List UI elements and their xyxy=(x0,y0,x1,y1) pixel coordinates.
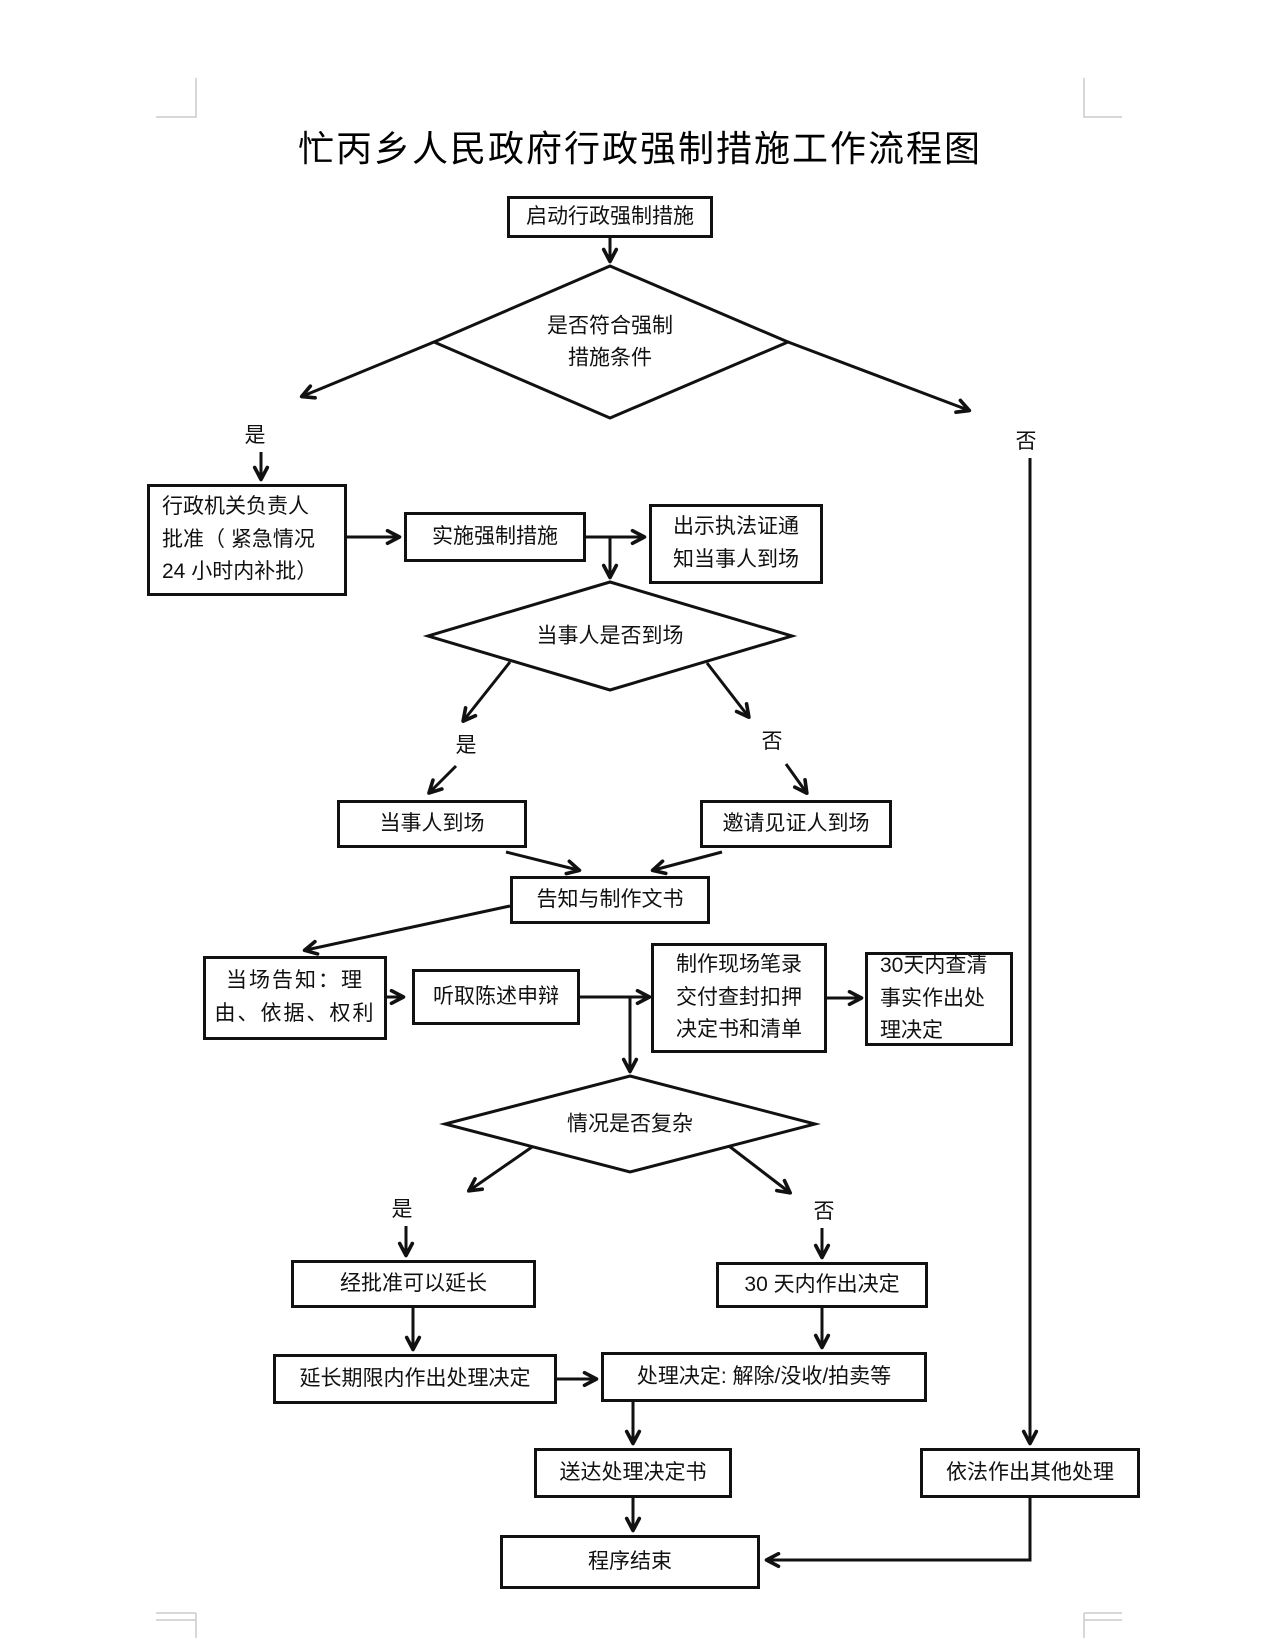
node-implement: 实施强制措施 xyxy=(404,512,586,562)
edge-party-present-to-notify xyxy=(505,850,582,876)
edge-notify-to-onspot xyxy=(302,904,511,956)
boundary-mark-top-right xyxy=(1083,78,1122,118)
branch-label-complex-yes: 是 xyxy=(391,1198,413,1221)
branch-label-present-yes: 是 xyxy=(455,734,477,757)
edge-check-complex-yes-diagonal xyxy=(466,1145,533,1193)
decision-check-present-shape xyxy=(422,580,798,692)
node-end: 程序结束 xyxy=(500,1535,760,1589)
boundary-mark-bottom-left xyxy=(156,1612,197,1638)
edge-check-complex-no-diagonal xyxy=(728,1144,792,1195)
node-show-cert: 出示执法证通 知当事人到场 xyxy=(649,504,823,584)
edge-check-present-no-diagonal xyxy=(705,662,751,719)
node-make-record: 制作现场笔录 交付查封扣押 决定书和清单 xyxy=(651,943,827,1053)
edge-other-handling-to-end xyxy=(764,1498,1032,1569)
node-decide-30days: 30 天内作出决定 xyxy=(716,1262,928,1308)
edge-witness-to-notify xyxy=(650,850,723,876)
node-handle-decision: 处理决定: 解除/没收/拍卖等 xyxy=(601,1352,927,1402)
node-invite-witness: 邀请见证人到场 xyxy=(700,800,892,848)
decision-check-complex-shape xyxy=(439,1074,821,1174)
branch-label-complex-no: 否 xyxy=(813,1200,835,1223)
branch-label-conditions-yes: 是 xyxy=(244,424,266,447)
text-boundary-marks xyxy=(156,78,1122,1638)
boundary-mark-bottom-right xyxy=(1083,1612,1122,1638)
edge-check-present-yes-diagonal xyxy=(461,661,512,723)
edge-yes-to-party-present xyxy=(427,764,458,795)
edge-check-conditions-yes-diagonal xyxy=(299,340,435,400)
node-party-present: 当事人到场 xyxy=(337,800,527,848)
edge-check-conditions-no-diagonal xyxy=(787,340,972,414)
branch-label-conditions-no: 否 xyxy=(1015,430,1037,453)
node-notify-docs: 告知与制作文书 xyxy=(510,876,710,924)
decision-check-present-label: 当事人是否到场 xyxy=(536,624,684,648)
boundary-mark-top-left xyxy=(156,78,197,118)
decision-check-conditions-shape xyxy=(430,264,792,420)
node-start: 启动行政强制措施 xyxy=(507,196,713,238)
node-investigate-30days: 30天内查清 事实作出处 理决定 xyxy=(865,952,1013,1046)
node-onspot-inform: 当场告知：理 由、依据、权利 xyxy=(203,956,387,1040)
decision-check-complex-label: 情况是否复杂 xyxy=(567,1112,693,1136)
node-deliver-decision: 送达处理决定书 xyxy=(534,1448,732,1498)
branch-label-present-no: 否 xyxy=(761,730,783,753)
edge-no-to-invite-witness xyxy=(784,763,809,796)
node-other-handling: 依法作出其他处理 xyxy=(920,1448,1140,1498)
node-listen-defense: 听取陈述申辩 xyxy=(412,969,580,1025)
decision-check-conditions-label: 是否符合强制 措施条件 xyxy=(547,314,673,370)
node-extend-decide: 延长期限内作出处理决定 xyxy=(273,1354,557,1404)
page-title: 忙丙乡人民政府行政强制措施工作流程图 xyxy=(297,129,982,169)
node-approve: 行政机关负责人 批准（ 紧急情况 24 小时内补批） xyxy=(147,484,347,596)
node-extend-approved: 经批准可以延长 xyxy=(291,1260,536,1308)
